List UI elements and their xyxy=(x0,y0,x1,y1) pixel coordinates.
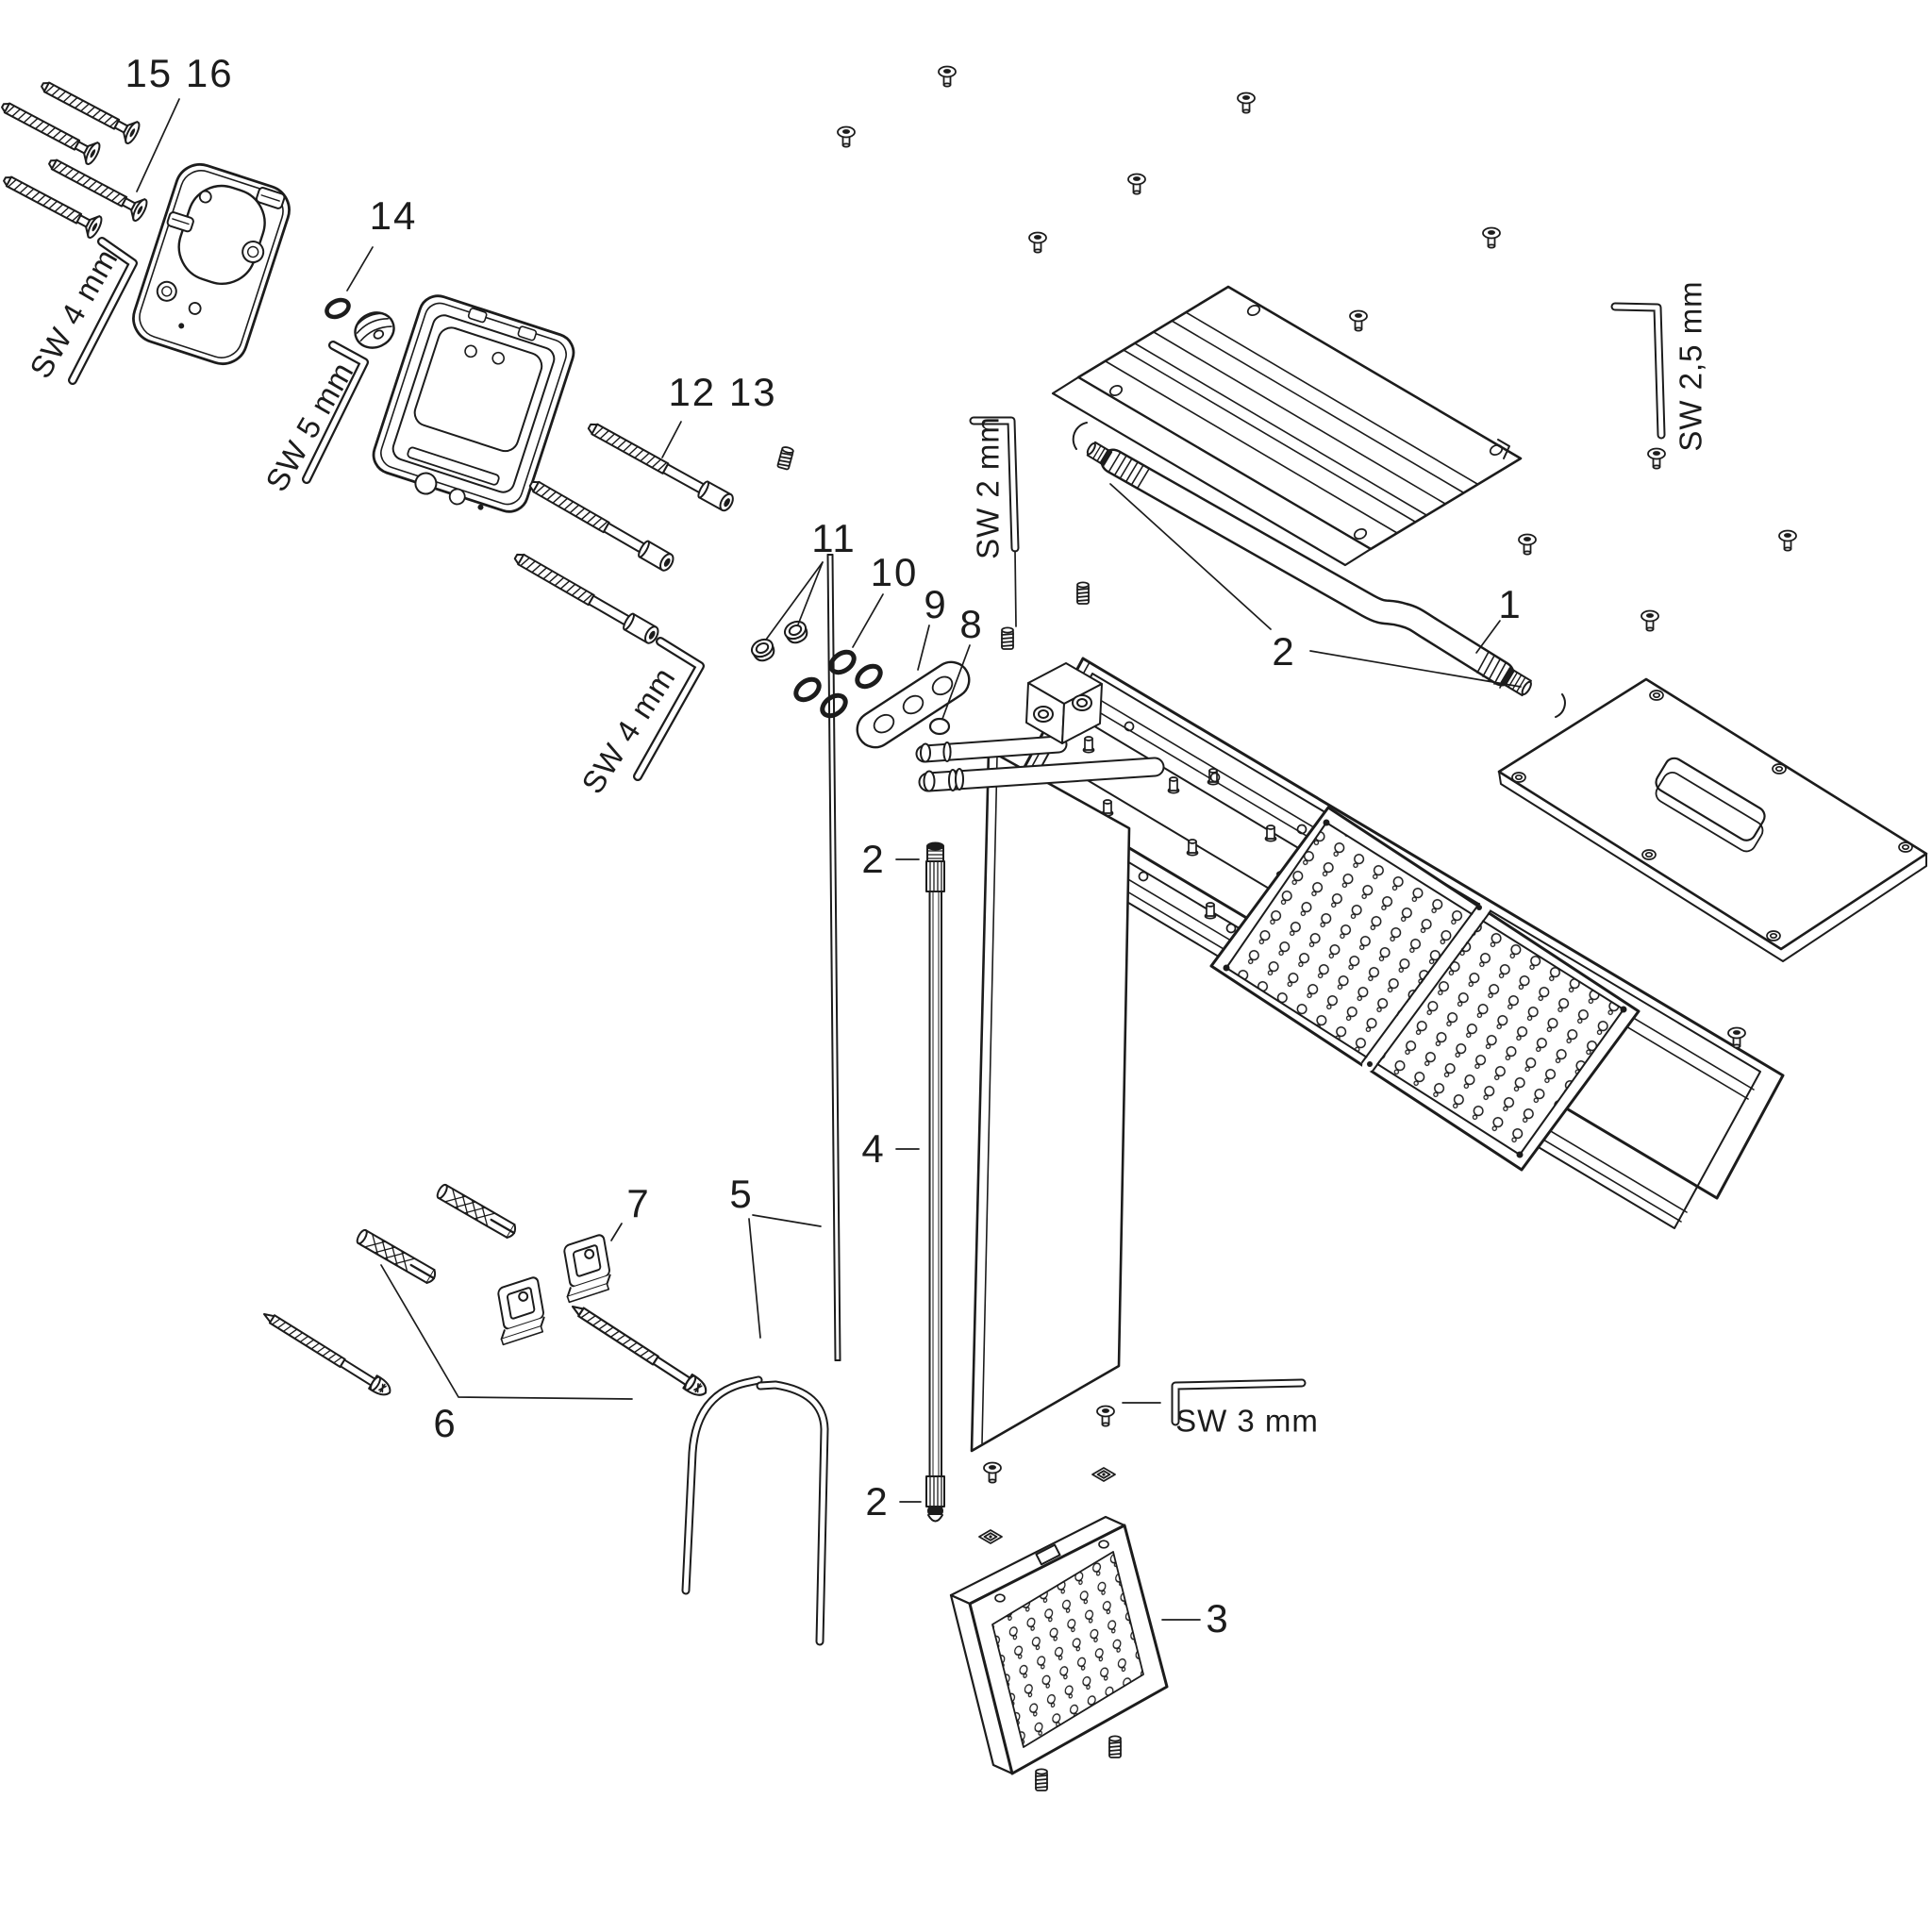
wall-cover-profile xyxy=(1051,285,1523,567)
escutcheon-frame xyxy=(372,294,575,513)
grooved-nut-14 xyxy=(354,311,395,349)
wall-anchors-6 xyxy=(354,1182,520,1287)
plug-8 xyxy=(928,717,951,736)
tool-label-sw2-5: SW 2,5 mm xyxy=(1673,280,1708,452)
connection-tube xyxy=(1072,422,1566,718)
vertical-rod xyxy=(925,841,945,1523)
fixing-screws-6 xyxy=(258,1298,711,1401)
part-label-8: 8 xyxy=(959,602,984,646)
allen-key-sw4-b xyxy=(633,637,705,781)
retaining-hooks xyxy=(681,1375,829,1646)
bushings-11 xyxy=(747,617,811,665)
part-label-11: 11 xyxy=(811,516,857,560)
part-label-2a: 2 xyxy=(1272,629,1296,674)
front-panel xyxy=(970,748,1131,1453)
part-label-12-13: 12 13 xyxy=(668,370,777,414)
orings-10 xyxy=(792,648,884,720)
allen-key-sw2 xyxy=(969,416,1020,553)
part-label-2b: 2 xyxy=(861,837,886,881)
part-label-7: 7 xyxy=(626,1181,651,1225)
leader-lines xyxy=(136,98,1522,1621)
tool-label-sw2: SW 2 mm xyxy=(970,416,1006,559)
pipe-clamp-block xyxy=(915,662,1165,792)
part-label-4: 4 xyxy=(861,1126,886,1171)
allen-key-sw4-a xyxy=(68,237,138,385)
part-label-2c: 2 xyxy=(865,1479,890,1524)
oring-14 xyxy=(325,297,352,321)
socket-screws-12-13 xyxy=(510,417,737,646)
part-label-5: 5 xyxy=(729,1172,754,1216)
module-spray-mats xyxy=(1209,806,1641,1172)
gasket-plate-9 xyxy=(856,660,971,749)
tool-label-sw3: SW 3 mm xyxy=(1175,1403,1319,1439)
part-label-14: 14 xyxy=(369,193,418,238)
allen-key-sw2-5 xyxy=(1610,302,1666,440)
part-label-3: 3 xyxy=(1206,1596,1230,1641)
part-label-9: 9 xyxy=(924,582,948,626)
fixing-rod xyxy=(826,554,841,1361)
handle-cover-plate xyxy=(1497,677,1928,962)
part-label-6: 6 xyxy=(433,1401,458,1445)
wall-bracket-plate-16 xyxy=(132,162,291,366)
part-label-10: 10 xyxy=(870,550,919,594)
mounting-screws-15 xyxy=(0,73,151,241)
allen-key-sw5 xyxy=(302,341,369,484)
allen-key-sw3 xyxy=(1171,1378,1307,1426)
spray-plate xyxy=(949,1515,1169,1775)
part-label-1: 1 xyxy=(1498,582,1523,626)
part-label-15-16: 15 16 xyxy=(125,51,234,95)
